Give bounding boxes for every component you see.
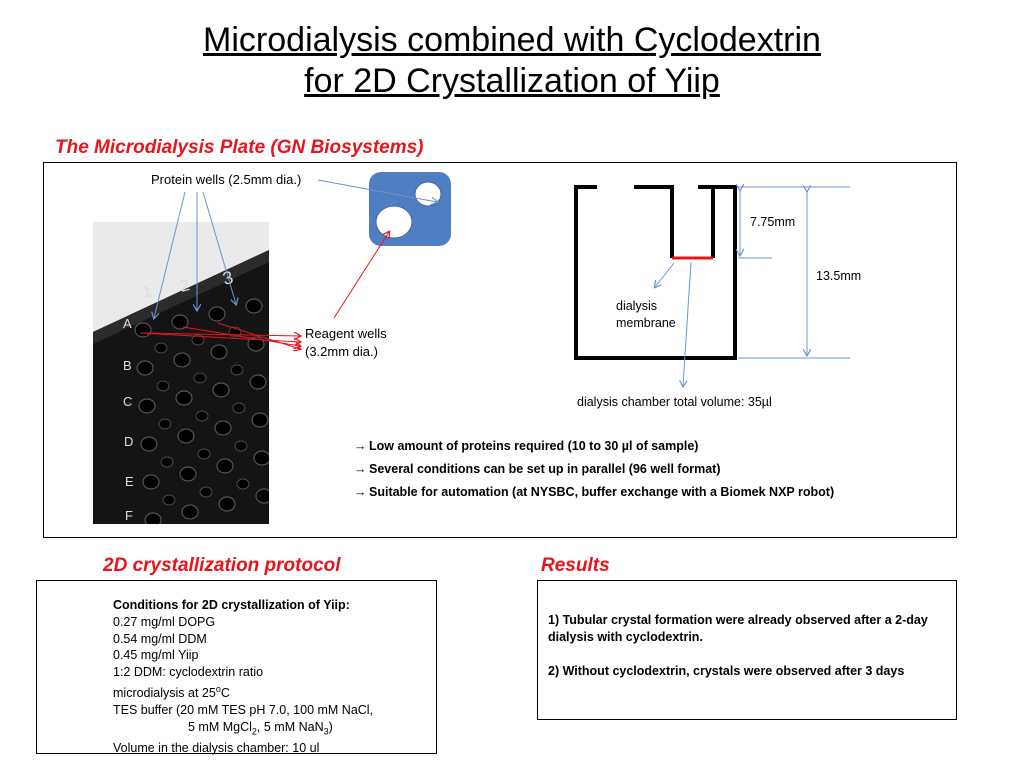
plate-well: [234, 440, 248, 452]
well-icon: [369, 172, 451, 246]
row-label-f: F: [125, 508, 133, 523]
plate-well: [160, 456, 174, 468]
plate-well: [245, 298, 263, 314]
arrow-right-icon: →: [354, 439, 367, 453]
reagent-wells-label-line-1: Reagent wells: [305, 326, 387, 341]
plate-well: [154, 342, 168, 354]
plate-well: [191, 334, 205, 346]
reagent-wells-label-line-2: (3.2mm dia.): [305, 344, 378, 359]
bullet-item: →Several conditions can be set up in par…: [354, 462, 721, 476]
volume-line: Volume in the dialysis chamber: 10 ul: [113, 741, 320, 756]
height-label: 13.5mm: [816, 269, 862, 283]
plate-well: [218, 496, 236, 512]
row-label-e: E: [125, 474, 134, 489]
plate-well: [177, 428, 195, 444]
plate-well: [255, 488, 269, 504]
plate-well: [212, 382, 230, 398]
chamber-cross-section: [574, 185, 737, 360]
title-line-1: Microdialysis combined with Cyclodextrin: [203, 21, 821, 59]
plate-well: [162, 494, 176, 506]
plate-well: [208, 306, 226, 322]
protein-wells-label: Protein wells (2.5mm dia.): [151, 172, 302, 187]
condition-line: 0.27 mg/ml DOPG: [113, 614, 216, 629]
temperature-line: microdialysis at 25oC: [113, 683, 230, 701]
plate-well: [216, 458, 234, 474]
plate-well: [249, 374, 267, 390]
plate-well: [195, 410, 209, 422]
row-label-d: D: [124, 434, 134, 449]
plate-well: [181, 504, 199, 520]
plate-photo: 1 2 3 A B C D E F: [93, 222, 269, 524]
bullet-item: →Low amount of proteins required (10 to …: [354, 439, 699, 453]
slide-title: Microdialysis combined with Cyclodextrin…: [0, 20, 1024, 102]
bullet-item: →Suitable for automation (at NYSBC, buff…: [354, 485, 835, 499]
depth-label: 7.75mm: [750, 215, 796, 229]
protocol-heading: 2D crystallization protocol: [103, 555, 341, 576]
membrane-label-line-2: membrane: [616, 316, 676, 330]
row-label-a: A: [123, 316, 132, 331]
plate-well: [140, 436, 158, 452]
plate-well: [173, 352, 191, 368]
result-item: 1) Tubular crystal formation were alread…: [548, 613, 928, 644]
plate-well: [251, 412, 269, 428]
results-heading: Results: [541, 555, 610, 576]
plate-well: [138, 398, 156, 414]
plate-well: [210, 344, 228, 360]
results-box: 1) Tubular crystal formation were alread…: [537, 580, 957, 720]
row-label-c: C: [123, 394, 133, 409]
condition-line: 0.45 mg/ml Yiip: [113, 648, 199, 663]
plate-well: [156, 380, 170, 392]
plate-well: [197, 448, 211, 460]
arrow-right-icon: →: [354, 485, 367, 499]
plate-well: [175, 390, 193, 406]
plate-well: [232, 402, 246, 414]
conditions-title: Conditions for 2D crystallization of Yii…: [113, 598, 350, 612]
membrane-label-line-1: dialysis: [616, 299, 657, 313]
plate-well: [253, 450, 269, 466]
plate-well: [136, 360, 154, 376]
plate-well: [193, 372, 207, 384]
row-label-b: B: [123, 358, 132, 373]
plate-well: [230, 364, 244, 376]
plate-well: [214, 420, 232, 436]
plate-well: [199, 486, 213, 498]
title-line-2: for 2D Crystallization of Yiip: [304, 62, 720, 100]
buffer-line: TES buffer (20 mM TES pH 7.0, 100 mM NaC…: [113, 702, 374, 717]
plate-section-heading: The Microdialysis Plate (GN Biosystems): [55, 137, 424, 158]
chamber-volume-label: dialysis chamber total volume: 35µl: [577, 395, 772, 409]
plate-well: [158, 418, 172, 430]
condition-line: 0.54 mg/ml DDM: [113, 631, 207, 646]
arrow-right-icon: →: [354, 462, 367, 476]
result-item: 2) Without cyclodextrin, crystals were o…: [548, 663, 905, 678]
plate-well: [247, 336, 265, 352]
plate-well: [142, 474, 160, 490]
plate-well: [144, 512, 162, 524]
plate-well: [171, 314, 189, 330]
salt-line: 5 mM MgCl2, 5 mM NaN3): [188, 719, 333, 737]
plate-well: [179, 466, 197, 482]
plate-well: [236, 478, 250, 490]
condition-line: 1:2 DDM: cyclodextrin ratio: [113, 665, 264, 680]
protocol-box: Conditions for 2D crystallization of Yii…: [36, 580, 437, 756]
feature-bullets: →Low amount of proteins required (10 to …: [354, 438, 834, 507]
